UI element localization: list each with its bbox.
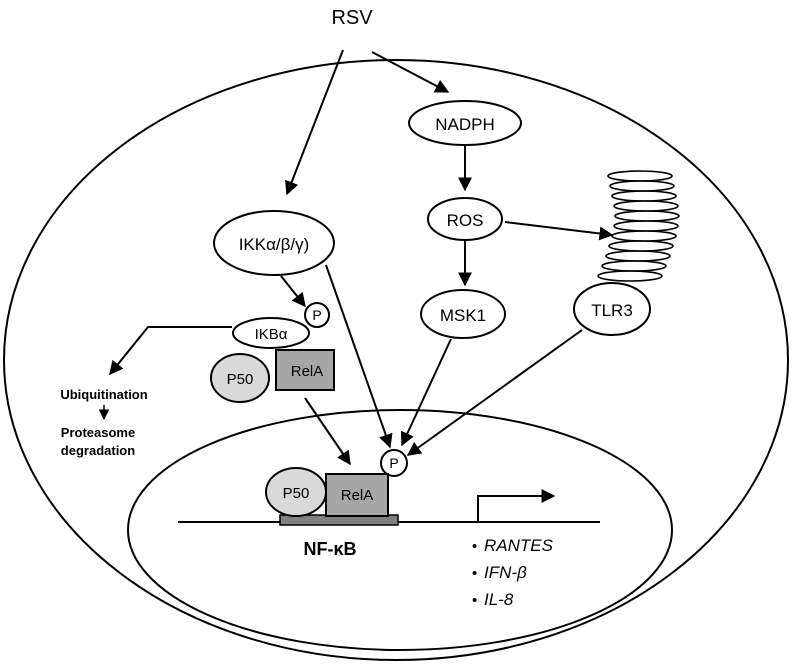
nadph-node bbox=[408, 100, 522, 146]
arrow-ros-to-tlr3 bbox=[504, 221, 614, 241]
ikk-complex-node bbox=[213, 210, 335, 276]
transcription-start-arrow bbox=[477, 489, 556, 522]
phospho-label-nucleus: P bbox=[389, 455, 398, 471]
ikba-label: IKBα bbox=[255, 326, 288, 343]
tlr3-label: TLR3 bbox=[591, 301, 633, 320]
rela-box-cytoplasm bbox=[275, 349, 335, 391]
gene-item: IFN-β bbox=[484, 563, 527, 582]
tlr3-node bbox=[573, 282, 651, 336]
gene-item: RANTES bbox=[484, 536, 554, 555]
arrow-ikk-to-p-nucleus bbox=[325, 264, 393, 449]
ubiquitination-label: Ubiquitination bbox=[60, 387, 147, 402]
p50-label-nucleus: P50 bbox=[283, 485, 310, 502]
arrow-rsv-to-nadph bbox=[371, 51, 450, 93]
msk1-node bbox=[420, 289, 506, 339]
arrow-msk1-to-p-nucleus bbox=[400, 338, 452, 447]
phospho-label-cytoplasm: P bbox=[312, 307, 321, 323]
gene-item: IL-8 bbox=[484, 590, 514, 609]
phospho-circle-nucleus bbox=[380, 449, 408, 477]
cell-membrane bbox=[3, 59, 789, 661]
rela-label-nucleus: RelA bbox=[341, 487, 374, 504]
degradation-label: degradation bbox=[61, 443, 135, 458]
proteasome-label: Proteasome bbox=[61, 425, 135, 440]
arrow-ikk-to-p-cytoplasm bbox=[280, 275, 306, 308]
arrow-tlr3-to-p-nucleus bbox=[406, 329, 583, 456]
gene-bullet: • bbox=[472, 592, 477, 609]
ikba-node bbox=[232, 317, 310, 349]
ros-label: ROS bbox=[447, 211, 484, 230]
p50-ellipse-cytoplasm bbox=[210, 353, 270, 403]
msk1-label: MSK1 bbox=[440, 306, 486, 325]
ikk-complex-label: IKKα/β/γ) bbox=[239, 235, 310, 254]
rsv-label: RSV bbox=[331, 7, 373, 29]
nucleus bbox=[127, 409, 673, 651]
rela-box-nucleus bbox=[325, 473, 389, 517]
arrow-ikba-to-ubiquitination bbox=[109, 326, 232, 376]
rela-label-cytoplasm: RelA bbox=[291, 363, 324, 380]
gene-bullet: • bbox=[472, 538, 477, 555]
phospho-circle-cytoplasm bbox=[304, 302, 330, 328]
tlr3-coil-icon bbox=[597, 170, 680, 282]
p50-ellipse-nucleus bbox=[265, 467, 327, 517]
arrow-nfkb-translocation bbox=[304, 397, 351, 466]
ros-node bbox=[427, 197, 503, 241]
arrow-rsv-to-ikk bbox=[285, 49, 344, 196]
target-gene-list: • RANTES • IFN-β • IL-8 bbox=[472, 536, 554, 609]
gene-bullet: • bbox=[472, 565, 477, 582]
nfkb-label: NF-κB bbox=[303, 539, 356, 559]
nadph-label: NADPH bbox=[435, 115, 495, 134]
p50-label-cytoplasm: P50 bbox=[227, 371, 254, 388]
